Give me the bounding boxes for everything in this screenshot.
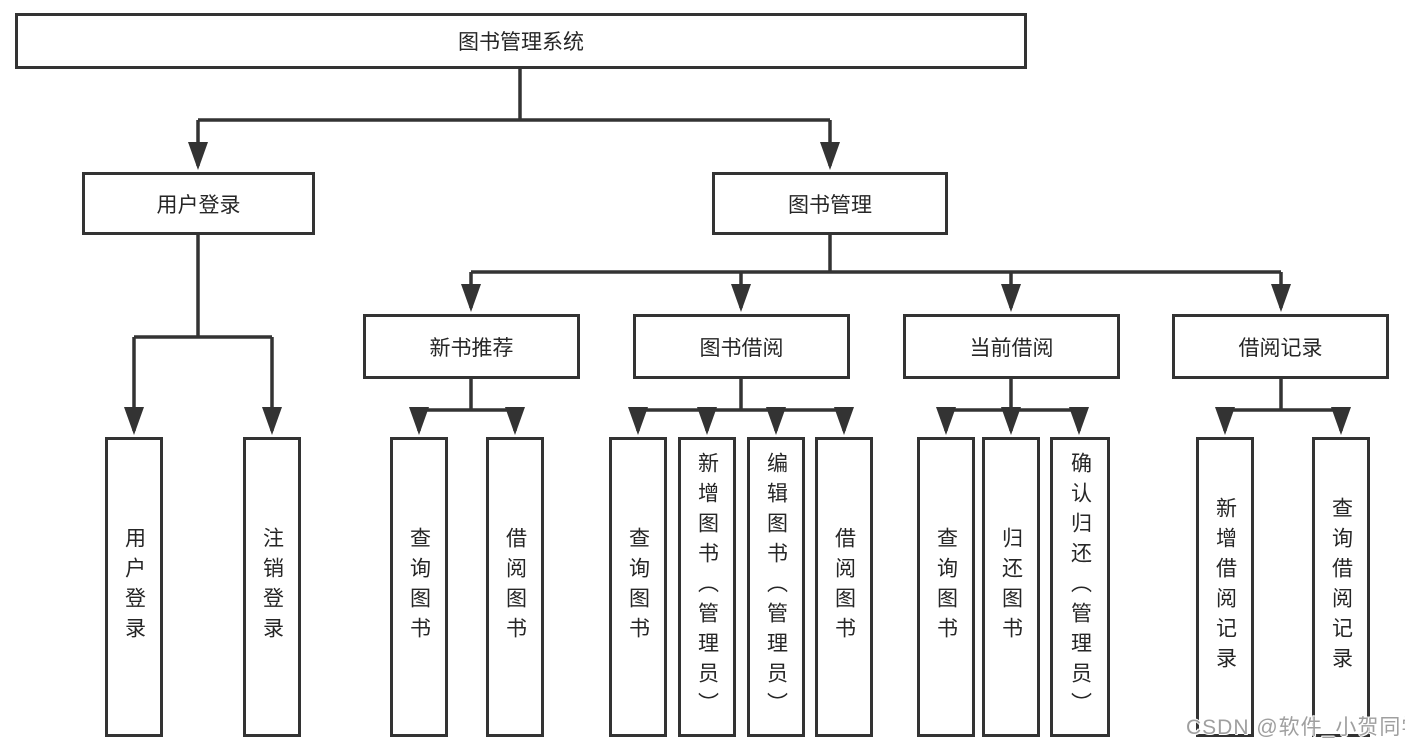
node-new-book-recommendation: 新书推荐: [363, 314, 580, 379]
node-label: 新增借阅记录: [1213, 497, 1237, 677]
leaf-logout: 注销登录: [243, 437, 301, 737]
node-label: 确认归还（管理员）: [1068, 452, 1092, 722]
node-label: 用户登录: [122, 527, 146, 647]
leaf-query-borrow-record: 查询借阅记录: [1312, 437, 1370, 737]
node-label: 当前借阅: [969, 336, 1054, 360]
leaf-borrow-books: 借阅图书: [815, 437, 873, 737]
leaf-edit-books-admin: 编辑图书（管理员）: [747, 437, 805, 737]
node-label: 新增图书（管理员）: [695, 452, 719, 722]
node-borrowing-records: 借阅记录: [1172, 314, 1389, 379]
node-label: 图书管理系统: [458, 31, 584, 54]
node-label: 借阅记录: [1238, 336, 1323, 360]
leaf-query-books-recommend: 查询图书: [390, 437, 448, 737]
node-label: 归还图书: [999, 527, 1023, 647]
leaf-add-books-admin: 新增图书（管理员）: [678, 437, 736, 737]
node-book-management: 图书管理: [712, 172, 948, 235]
leaf-user-login: 用户登录: [105, 437, 163, 737]
node-label: 借阅图书: [503, 527, 527, 647]
node-label: 查询图书: [626, 527, 650, 647]
node-label: 查询借阅记录: [1329, 497, 1353, 677]
leaf-borrow-books-recommend: 借阅图书: [486, 437, 544, 737]
leaf-return-books: 归还图书: [982, 437, 1040, 737]
node-label: 用户登录: [156, 193, 241, 217]
node-label: 借阅图书: [832, 527, 856, 647]
node-label: 新书推荐: [429, 336, 514, 360]
node-label: 查询图书: [934, 527, 958, 647]
node-label: 查询图书: [407, 527, 431, 647]
node-label: 编辑图书（管理员）: [764, 452, 788, 722]
node-user-login: 用户登录: [82, 172, 315, 235]
node-label: 图书管理: [788, 193, 872, 217]
leaf-query-books-borrowing: 查询图书: [609, 437, 667, 737]
leaf-confirm-return-admin: 确认归还（管理员）: [1050, 437, 1110, 737]
node-label: 注销登录: [260, 527, 284, 647]
arrowheads: [124, 142, 1351, 435]
csdn-watermark: CSDN @软件_小贺同学: [1186, 716, 1405, 739]
leaf-query-books-current: 查询图书: [917, 437, 975, 737]
node-library-management-system: 图书管理系统: [15, 13, 1027, 69]
node-book-borrowing: 图书借阅: [633, 314, 850, 379]
leaf-add-borrow-record: 新增借阅记录: [1196, 437, 1254, 737]
node-current-borrowing: 当前借阅: [903, 314, 1120, 379]
node-label: 图书借阅: [699, 336, 784, 360]
